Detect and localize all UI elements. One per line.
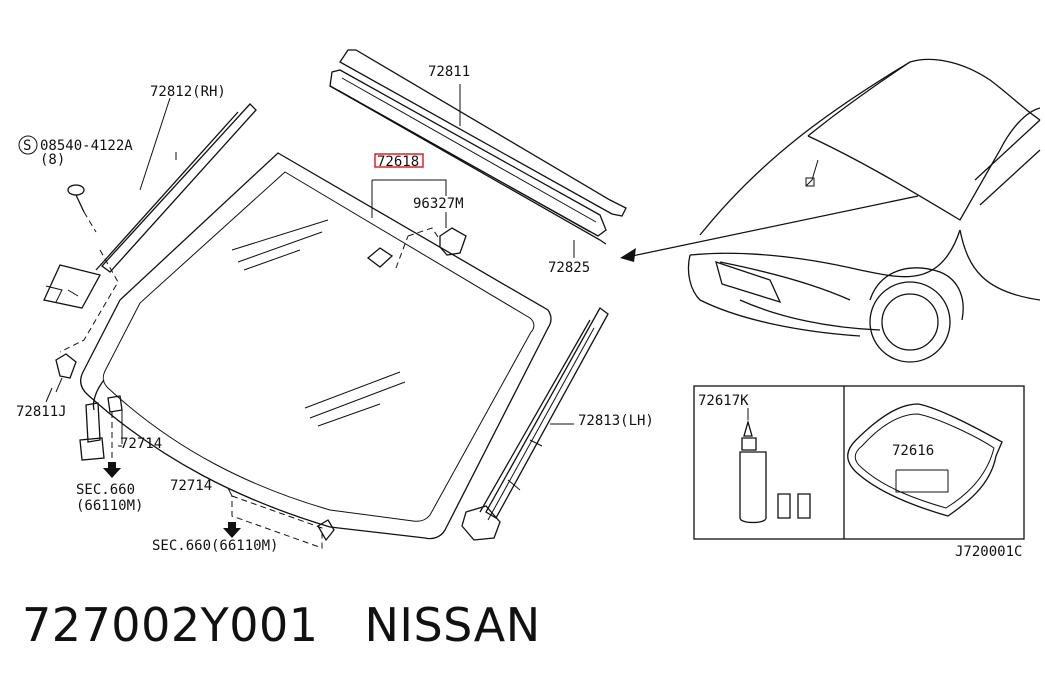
windshield-glass <box>80 152 552 540</box>
label-66110m-left: (66110M) <box>76 498 143 514</box>
roof-rail-lh <box>461 307 609 541</box>
label-72812-rh: 72812(RH) <box>150 84 226 100</box>
highlight-box <box>374 153 424 168</box>
screw-icon <box>18 135 97 233</box>
label-sec660-left: SEC.660 <box>76 482 135 498</box>
label-diagram-code: J720001C <box>955 544 1022 560</box>
caption-part-number: 727002Y001 <box>22 598 319 652</box>
fastener-72811j <box>55 353 77 393</box>
label-72813-lh: 72813(LH) <box>578 413 654 429</box>
clip-bottom <box>223 495 335 549</box>
label-72811: 72811 <box>428 64 470 80</box>
label-screw-qty: (8) <box>40 152 65 168</box>
label-72714-left: 72714 <box>120 436 162 452</box>
label-screw-symbol: S <box>23 138 31 154</box>
leader-lines <box>45 84 749 497</box>
caption-brand: NISSAN <box>364 598 541 652</box>
label-72811j: 72811J <box>16 404 67 420</box>
label-72618: 72618 <box>377 154 419 170</box>
roof-rail-rh <box>43 103 257 353</box>
car-illustration <box>687 58 1041 363</box>
sensor-pad <box>366 227 467 269</box>
upper-molding-72811 <box>329 49 627 245</box>
part-caption: 727002Y001 NISSAN <box>22 598 587 652</box>
label-72825: 72825 <box>548 260 590 276</box>
inset-panel <box>693 385 1025 540</box>
label-72714-bottom: 72714 <box>170 478 212 494</box>
pointer-arrow <box>620 195 919 262</box>
clip-left <box>79 379 123 478</box>
label-72616: 72616 <box>892 443 934 459</box>
label-72617k: 72617K <box>698 393 749 409</box>
label-screw-part: 08540-4122A <box>40 138 133 154</box>
label-sec660-bottom: SEC.660(66110M) <box>152 538 278 554</box>
label-96327m: 96327M <box>413 196 464 212</box>
